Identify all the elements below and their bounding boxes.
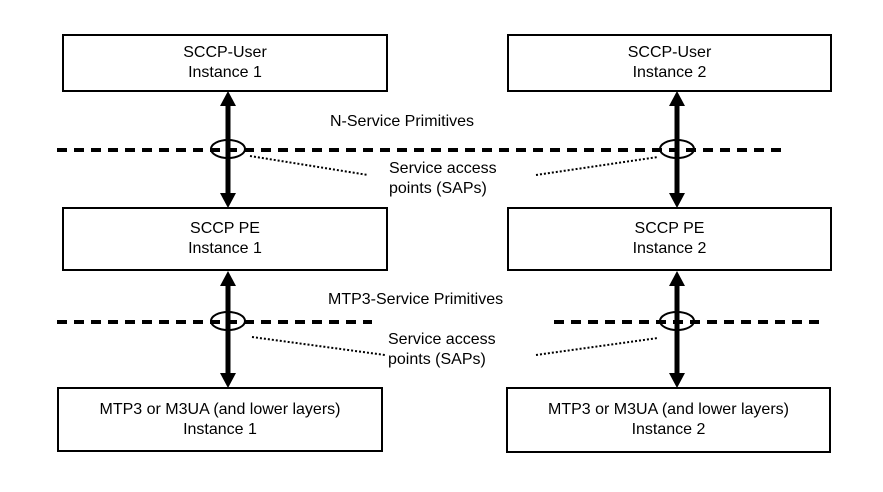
lower-left-sap-ellipse-icon <box>210 311 246 331</box>
upper-right-sap-ellipse-icon <box>659 139 695 159</box>
upper-left-sap-callout-leader <box>249 155 369 176</box>
upper-right-sap-callout-leader <box>535 156 659 176</box>
layer-name: SCCP PE <box>634 220 705 237</box>
arrow-sccpuser1-sccppe1 <box>220 91 236 208</box>
layer-name: SCCP-User <box>627 44 712 61</box>
box-sccp-pe-instance-1: SCCP PE Instance 1 <box>62 207 388 271</box>
lower-left-sap-callout-leader <box>251 336 386 356</box>
upper-left-sap-ellipse-icon <box>210 139 246 159</box>
box-mtp3-m3ua-instance-2: MTP3 or M3UA (and lower layers) Instance… <box>506 387 831 453</box>
box-mtp3-m3ua-instance-1: MTP3 or M3UA (and lower layers) Instance… <box>57 387 383 452</box>
arrow-sccpuser2-sccppe2 <box>669 91 685 208</box>
lower-sap-label: Service access points (SAPs) <box>388 330 496 370</box>
upper-sap-label: Service access points (SAPs) <box>389 159 497 199</box>
mtp3-service-primitives-label: MTP3-Service Primitives <box>328 291 504 308</box>
layer-instance: Instance 1 <box>183 420 257 438</box>
box-sccp-user-instance-1: SCCP-User Instance 1 <box>62 34 388 92</box>
lower-sap-label-line2: points (SAPs) <box>388 351 486 368</box>
layer-name: SCCP PE <box>190 220 260 237</box>
lower-right-sap-ellipse-icon <box>659 311 695 331</box>
box-sccp-pe-instance-2: SCCP PE Instance 2 <box>507 207 832 271</box>
upper-sap-label-line2: points (SAPs) <box>389 180 487 197</box>
layer-name: MTP3 or M3UA (and lower layers) <box>548 401 789 418</box>
layer-name: MTP3 or M3UA (and lower layers) <box>99 400 341 418</box>
upper-sap-label-line1: Service access <box>389 160 497 177</box>
box-sccp-user-instance-2: SCCP-User Instance 2 <box>507 34 832 92</box>
lower-right-sap-callout-leader <box>535 337 659 356</box>
layer-name: SCCP-User <box>183 44 267 61</box>
layer-instance: Instance 2 <box>632 240 707 257</box>
lower-sap-label-line1: Service access <box>388 331 496 348</box>
layer-instance: Instance 1 <box>188 240 262 257</box>
layer-instance: Instance 2 <box>632 64 707 81</box>
n-service-primitives-label: N-Service Primitives <box>330 113 475 130</box>
layer-instance: Instance 1 <box>188 64 262 81</box>
layer-instance: Instance 2 <box>631 421 706 438</box>
